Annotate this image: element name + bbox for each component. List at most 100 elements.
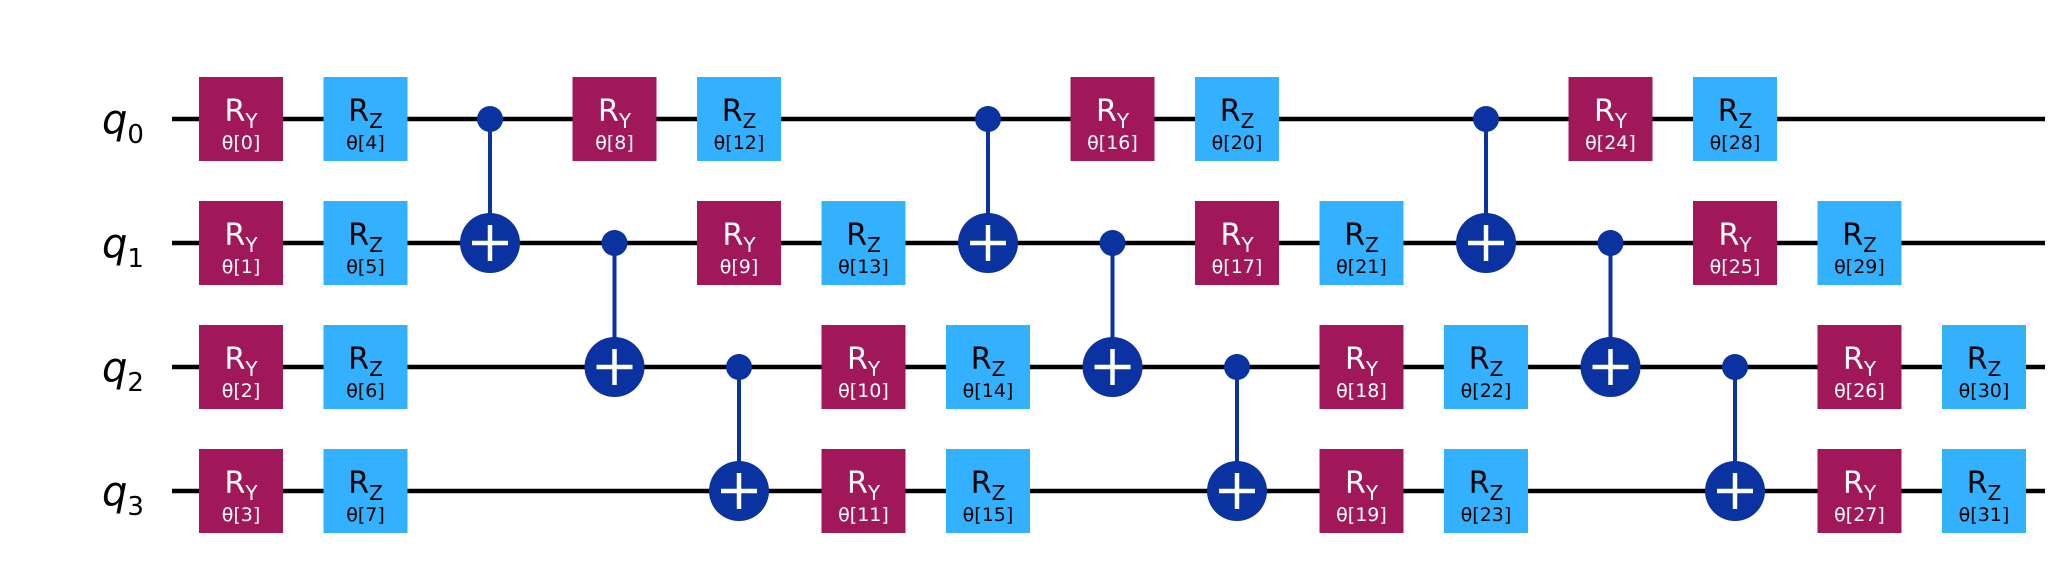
gate-box — [1693, 77, 1777, 161]
gate-operator-letter: R — [1345, 466, 1366, 501]
cnot-target-icon — [709, 461, 769, 521]
gate-operator: RY — [1594, 94, 1628, 133]
gate-operator: RZ — [1220, 94, 1255, 133]
cnot-gate[interactable] — [1705, 354, 1765, 521]
cnot-target-icon — [1082, 337, 1143, 397]
rz-gate[interactable]: RZθ[12] — [697, 77, 781, 161]
ry-gate[interactable]: RYθ[17] — [1195, 201, 1279, 285]
gate-operator-letter: R — [1594, 94, 1615, 129]
ry-gate[interactable]: RYθ[1] — [199, 201, 283, 285]
gate-parameter: θ[4] — [346, 132, 385, 154]
gate-operator-axis: Z — [369, 109, 383, 133]
rz-gate[interactable]: RZθ[5] — [323, 201, 408, 285]
gate-box — [199, 201, 283, 285]
rz-gate[interactable]: RZθ[13] — [821, 201, 906, 285]
cnot-control-dot — [1099, 230, 1126, 256]
gate-operator-axis: Z — [743, 109, 757, 133]
cnot-gate[interactable] — [1082, 230, 1143, 397]
gate-operator-axis: Z — [1988, 357, 2002, 381]
qubit-label-0: q0 — [102, 97, 144, 150]
cnot-target-icon — [1580, 337, 1641, 397]
gate-operator: RY — [224, 94, 258, 133]
gate-operator: RZ — [348, 94, 383, 133]
qubit-label-index: 0 — [127, 120, 144, 150]
gate-operator-axis: Z — [1988, 481, 2002, 505]
cnot-gate[interactable] — [709, 354, 769, 521]
cnot-gate[interactable] — [958, 106, 1018, 273]
rz-gate[interactable]: RZθ[30] — [1942, 325, 2026, 409]
gate-operator-letter: R — [224, 94, 245, 129]
cnot-gate[interactable] — [1207, 354, 1267, 521]
ry-gate[interactable]: RYθ[26] — [1817, 325, 1902, 409]
qubit-label-name: q — [102, 345, 127, 391]
gate-operator-axis: Y — [244, 481, 258, 505]
rz-gate[interactable]: RZθ[20] — [1195, 77, 1279, 161]
gate-operator: RY — [1843, 466, 1877, 505]
gate-operator-letter: R — [1469, 466, 1490, 501]
gate-operator: RY — [1345, 466, 1379, 505]
rz-gate[interactable]: RZθ[15] — [946, 449, 1030, 533]
rz-gate[interactable]: RZθ[4] — [323, 77, 408, 161]
gate-operator: RY — [224, 342, 258, 381]
ry-gate[interactable]: RYθ[16] — [1070, 77, 1155, 161]
ry-gate[interactable]: RYθ[18] — [1319, 325, 1404, 409]
gate-operator-axis: Z — [369, 481, 383, 505]
gate-operator-axis: Y — [742, 233, 756, 257]
gate-parameter: θ[23] — [1461, 504, 1512, 526]
gate-box — [1942, 449, 2026, 533]
ry-gate[interactable]: RYθ[19] — [1319, 449, 1404, 533]
rz-gate[interactable]: RZθ[6] — [323, 325, 408, 409]
ry-gate[interactable]: RYθ[24] — [1568, 77, 1653, 161]
gate-box — [199, 325, 283, 409]
ry-gate[interactable]: RYθ[2] — [199, 325, 283, 409]
qubit-label-name: q — [102, 97, 127, 143]
ry-gate[interactable]: RYθ[0] — [199, 77, 283, 161]
gate-box — [1319, 325, 1404, 409]
gate-parameter: θ[1] — [222, 256, 261, 278]
gate-operator-letter: R — [1469, 342, 1490, 377]
gate-parameter: θ[6] — [346, 380, 385, 402]
gate-operator: RY — [224, 218, 258, 257]
rz-gate[interactable]: RZθ[29] — [1817, 201, 1902, 285]
gate-parameter: θ[15] — [963, 504, 1014, 526]
rz-gate[interactable]: RZθ[28] — [1693, 77, 1777, 161]
gate-box — [1070, 77, 1155, 161]
ry-gate[interactable]: RYθ[8] — [572, 77, 657, 161]
ry-gate[interactable]: RYθ[10] — [821, 325, 906, 409]
ry-gate[interactable]: RYθ[9] — [697, 201, 781, 285]
gate-operator-letter: R — [1718, 218, 1739, 253]
gate-operator: RZ — [348, 218, 383, 257]
cnot-gate[interactable] — [460, 106, 520, 273]
cnot-gate[interactable] — [1580, 230, 1641, 397]
ry-gate[interactable]: RYθ[25] — [1693, 201, 1777, 285]
gate-box — [1568, 77, 1653, 161]
cnot-gate[interactable] — [1456, 106, 1516, 273]
gate-operator: RY — [1843, 342, 1877, 381]
gate-parameter: θ[7] — [346, 504, 385, 526]
ry-gate[interactable]: RYθ[11] — [821, 449, 906, 533]
gate-operator-letter: R — [1220, 94, 1241, 129]
cnot-gate[interactable] — [584, 230, 645, 397]
rz-gate[interactable]: RZθ[21] — [1319, 201, 1404, 285]
gate-box — [323, 77, 408, 161]
gate-box — [323, 449, 408, 533]
gate-operator-letter: R — [224, 218, 245, 253]
rz-gate[interactable]: RZθ[31] — [1942, 449, 2026, 533]
rz-gate[interactable]: RZθ[23] — [1444, 449, 1528, 533]
qubit-label-2: q2 — [102, 345, 144, 398]
gate-box — [1444, 325, 1528, 409]
ry-gate[interactable]: RYθ[27] — [1817, 449, 1902, 533]
gate-parameter: θ[28] — [1710, 132, 1761, 154]
gate-operator-letter: R — [1344, 218, 1365, 253]
rz-gate[interactable]: RZθ[22] — [1444, 325, 1528, 409]
ry-gate[interactable]: RYθ[3] — [199, 449, 283, 533]
rz-gate[interactable]: RZθ[7] — [323, 449, 408, 533]
gate-operator: RY — [1096, 94, 1130, 133]
gate-operator-axis: Z — [867, 233, 881, 257]
gate-operator-letter: R — [1096, 94, 1117, 129]
gate-operator-axis: Y — [867, 357, 881, 381]
gate-box — [821, 449, 906, 533]
rz-gate[interactable]: RZθ[14] — [946, 325, 1030, 409]
gate-operator: RZ — [348, 466, 383, 505]
